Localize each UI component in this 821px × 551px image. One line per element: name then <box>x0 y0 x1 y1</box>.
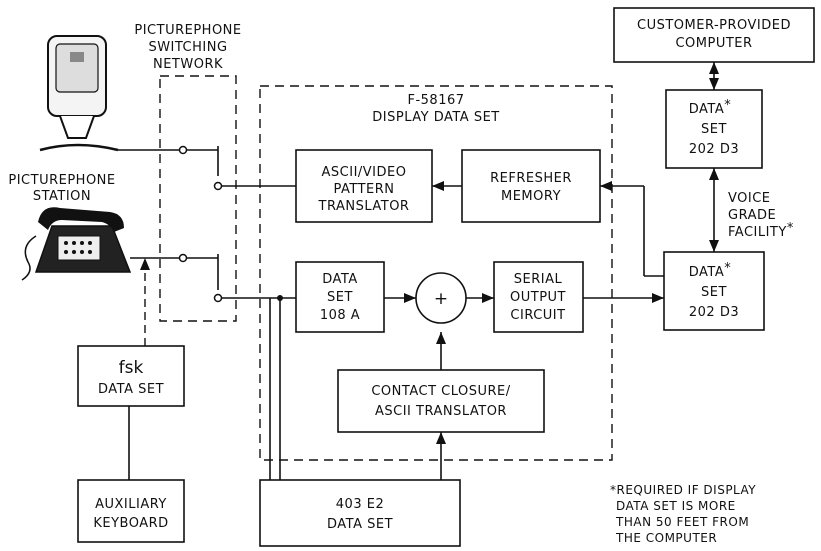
footnote-line-2: DATA SET IS MORE <box>616 499 736 513</box>
keyboard-label-1: AUXILIARY <box>95 497 167 512</box>
display-data-set-title: DISPLAY DATA SET <box>372 110 499 125</box>
contact-closure-label-2: ASCII TRANSLATOR <box>375 404 507 419</box>
keyboard-label-2: KEYBOARD <box>93 516 168 531</box>
switch-contacts <box>180 147 284 302</box>
telephone-icon <box>22 207 130 280</box>
ds202-top-label-2: SET <box>701 122 727 137</box>
ascii-video-label-3: TRANSLATOR <box>318 199 410 214</box>
summer-symbol: + <box>434 289 448 309</box>
computer-label-2: COMPUTER <box>675 36 752 51</box>
network-label-3: NETWORK <box>153 57 223 72</box>
ascii-video-label-2: PATTERN <box>333 182 394 197</box>
voice-grade-label-3: FACILITY* <box>728 221 794 240</box>
contact-closure-box <box>338 370 544 432</box>
serial-label-3: CIRCUIT <box>510 308 565 323</box>
fsk-label-1: fsk <box>119 358 144 378</box>
serial-label-2: OUTPUT <box>510 290 566 305</box>
refresher-label-1: REFRESHER <box>490 171 572 186</box>
voice-grade-label-1: VOICE <box>728 191 771 206</box>
ds202-bottom-label-3: 202 D3 <box>689 305 739 320</box>
serial-label-1: SERIAL <box>514 272 563 287</box>
ds202-top-label-3: 202 D3 <box>689 142 739 157</box>
footnote-line-1: *REQUIRED IF DISPLAY <box>610 483 756 497</box>
fsk-label-2: DATA SET <box>98 382 164 397</box>
ds108-label-2: SET <box>327 290 353 305</box>
ds108-label-1: DATA <box>322 272 358 287</box>
ds108-label-3: 108 A <box>320 308 360 323</box>
network-label-1: PICTUREPHONE <box>134 23 241 38</box>
customer-computer-box <box>614 8 814 62</box>
footnote-line-4: THE COMPUTER <box>615 531 717 545</box>
ds403-label-2: DATA SET <box>327 517 393 532</box>
computer-label-1: CUSTOMER-PROVIDED <box>637 18 791 33</box>
display-data-set-number: F-58167 <box>407 93 464 108</box>
station-label-2: STATION <box>33 189 91 204</box>
arrowhead <box>140 258 150 270</box>
refresher-label-2: MEMORY <box>501 189 561 204</box>
contact-closure-label-1: CONTACT CLOSURE/ <box>371 384 510 399</box>
ds403-label-1: 403 E2 <box>336 497 384 512</box>
data-set-403-box <box>260 480 460 546</box>
footnote-line-3: THAN 50 FEET FROM <box>615 515 749 529</box>
ascii-video-label-1: ASCII/VIDEO <box>322 165 407 180</box>
ds202-bottom-label-2: SET <box>701 285 727 300</box>
voice-grade-label-2: GRADE <box>728 208 776 223</box>
refresher-memory-box <box>462 150 600 222</box>
switching-network-boundary <box>160 76 236 321</box>
station-label-1: PICTUREPHONE <box>8 173 115 188</box>
picturephone-icon <box>40 36 118 150</box>
network-label-2: SWITCHING <box>148 40 227 55</box>
